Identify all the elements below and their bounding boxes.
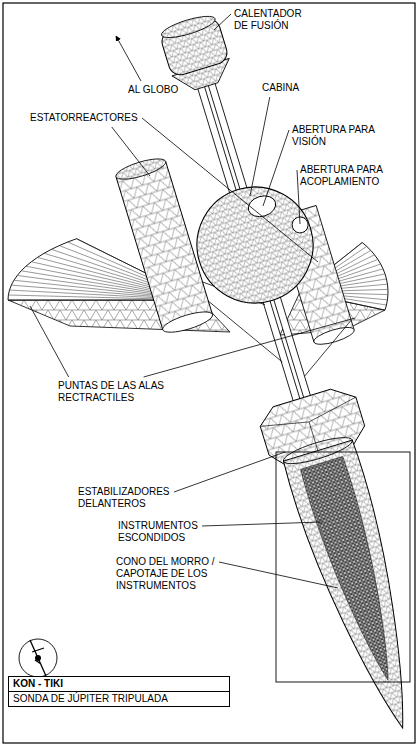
- leader-line: [263, 130, 289, 206]
- subtitle-text: SONDA DE JÚPITER TRIPULADA: [9, 691, 229, 706]
- part-label: AL GLOBO: [128, 84, 180, 96]
- leader-line: [142, 118, 318, 262]
- title-box: KON - TIKISONDA DE JÚPITER TRIPULADA: [8, 676, 230, 707]
- part-label: ESTABILIZADORES DELANTEROS: [78, 486, 171, 510]
- leader-line: [297, 170, 300, 224]
- leader-line: [214, 14, 231, 30]
- ramjet-nozzle: [312, 324, 356, 348]
- cabin-sphere: [183, 173, 328, 318]
- leader-line: [112, 127, 150, 176]
- part-label: CABINA: [262, 82, 301, 94]
- shaft: [272, 290, 315, 412]
- ramjet-intake: [114, 155, 168, 184]
- detail-box: [276, 452, 410, 682]
- compass-hub: [35, 655, 41, 661]
- part-label: ABERTURA PARA ACOPLAMIENTO: [300, 164, 384, 188]
- leader-line: [174, 452, 285, 492]
- part-label: CALENTADOR DE FUSIÓN: [234, 8, 303, 32]
- title-text: KON - TIKI: [9, 677, 229, 691]
- leader-line: [30, 306, 69, 377]
- leader-line: [219, 562, 338, 588]
- docking-port: [290, 215, 310, 235]
- part-label: INSTRUMENTOS ESCONDIDOS: [118, 520, 199, 544]
- leader-line: [202, 522, 322, 526]
- cone-rim: [281, 432, 355, 468]
- leader-line: [250, 97, 270, 196]
- shaft: [207, 78, 249, 197]
- nose-cone: [283, 440, 420, 739]
- heater-top: [160, 12, 218, 42]
- direction-arrow: [116, 36, 141, 81]
- part-label: CONO DEL MORRO / CAPOTAJE DE LOS INSTRUM…: [116, 556, 216, 592]
- ramjet-nozzle: [161, 308, 215, 337]
- part-label: ABERTURA PARA VISIÓN: [292, 124, 376, 148]
- part-label: PUNTAS DE LAS ALAS RECTRACTILES: [58, 380, 165, 404]
- part-label: ESTATORREACTORES: [30, 112, 139, 124]
- compass-icon: [19, 639, 57, 677]
- compass-ring: [19, 639, 57, 677]
- hidden-instruments: [300, 456, 410, 686]
- leader-line: [144, 318, 355, 377]
- compass-craft: [30, 640, 46, 676]
